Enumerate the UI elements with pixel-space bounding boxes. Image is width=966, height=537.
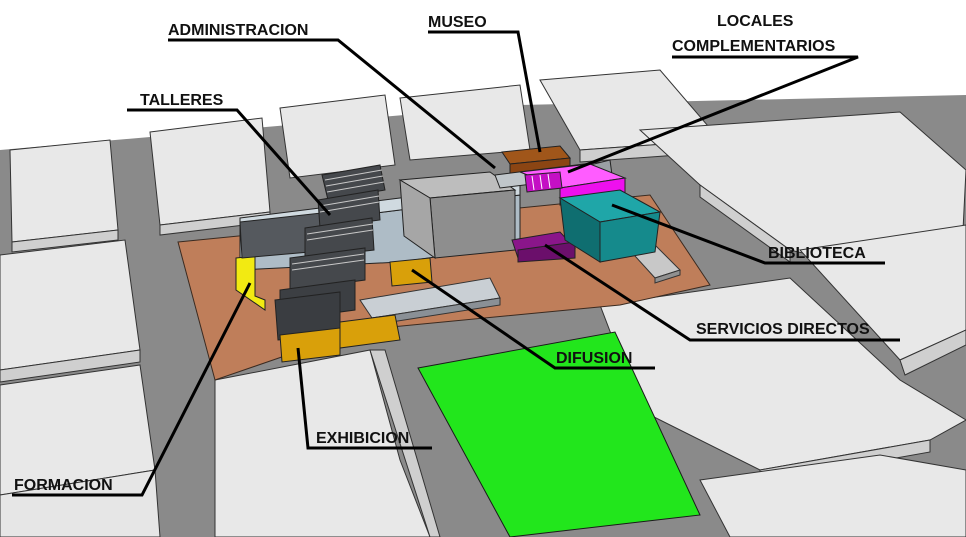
label-locales-line2: COMPLEMENTARIOS xyxy=(672,38,836,55)
label-administracion: ADMINISTRACION xyxy=(168,22,308,39)
museo-leader xyxy=(428,30,542,153)
label-formacion: FORMACION xyxy=(14,477,113,494)
talleres-leader xyxy=(127,108,332,216)
exhibicion-leader xyxy=(296,347,432,450)
formacion-leader xyxy=(12,282,252,497)
difusion-leader xyxy=(411,268,655,370)
leader-lines xyxy=(12,30,900,497)
label-museo: MUSEO xyxy=(428,14,487,31)
label-talleres: TALLERES xyxy=(140,92,224,109)
servicios-directos-leader xyxy=(544,243,900,342)
locales-leader xyxy=(567,55,859,174)
label-biblioteca: BIBLIOTECA xyxy=(768,245,866,262)
label-locales-line1: LOCALES xyxy=(717,13,794,30)
labels: ADMINISTRACION MUSEO LOCALES COMPLEMENTA… xyxy=(14,13,870,494)
biblioteca-leader xyxy=(611,203,885,265)
label-servicios-directos: SERVICIOS DIRECTOS xyxy=(696,321,870,338)
administracion-leader xyxy=(168,38,496,170)
label-exhibicion: EXHIBICION xyxy=(316,430,409,447)
label-difusion: DIFUSION xyxy=(556,350,632,367)
green-park xyxy=(417,331,701,537)
main-building xyxy=(235,145,662,363)
difusion-ramp xyxy=(359,277,501,326)
